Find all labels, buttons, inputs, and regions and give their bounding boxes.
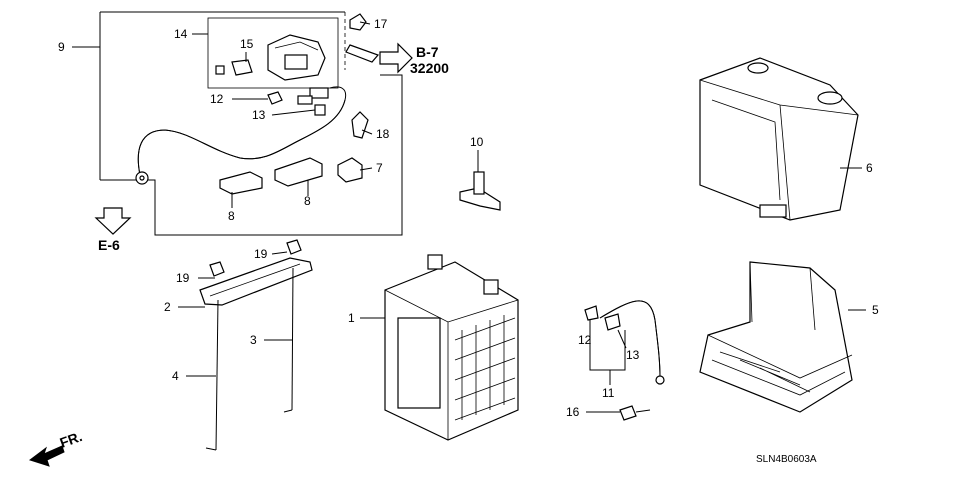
callout-1: 1 — [348, 311, 355, 325]
callout-10: 10 — [470, 135, 484, 149]
callout-4: 4 — [172, 369, 179, 383]
leader-lines — [72, 21, 866, 413]
terminal-fuse-block — [215, 34, 326, 81]
callout-18: 18 — [376, 127, 390, 141]
small-clips — [267, 13, 380, 183]
battery-hold-down — [199, 239, 313, 451]
callout-7: 7 — [376, 161, 383, 175]
arrow-front — [28, 445, 65, 467]
battery-cable-harness — [135, 86, 347, 185]
battery-cover — [699, 57, 859, 221]
callout-17: 17 — [374, 17, 388, 31]
callout-numbers: 1 2 3 4 5 6 7 8 8 9 10 11 12 12 13 13 14… — [58, 17, 879, 419]
battery-tray — [699, 261, 853, 413]
bracket-10 — [459, 171, 501, 211]
callout-13b: 13 — [626, 348, 640, 362]
callout-12a: 12 — [210, 92, 224, 106]
harness-clip-8 — [219, 157, 323, 195]
callout-14: 14 — [174, 27, 188, 41]
callout-2: 2 — [164, 300, 171, 314]
arrow-e6 — [94, 207, 132, 235]
callout-8a: 8 — [228, 209, 235, 223]
callout-5: 5 — [872, 303, 879, 317]
callout-16: 16 — [566, 405, 580, 419]
ref-part-number: 32200 — [410, 60, 449, 76]
battery — [384, 254, 519, 441]
ground-cable — [584, 300, 665, 421]
callout-13a: 13 — [252, 108, 266, 122]
ref-e6: E-6 — [98, 237, 120, 253]
callout-19b: 19 — [254, 247, 268, 261]
callout-3: 3 — [250, 333, 257, 347]
ref-b7: B-7 — [416, 44, 439, 60]
callout-11: 11 — [602, 386, 615, 400]
callout-15: 15 — [240, 37, 254, 51]
callout-19a: 19 — [176, 271, 190, 285]
callout-6: 6 — [866, 161, 873, 175]
reference-labels: B-7 32200 E-6 FR. SLN4B0603A — [58, 44, 817, 465]
ref-front: FR. — [58, 428, 85, 451]
callout-8b: 8 — [304, 194, 311, 208]
callout-9: 9 — [58, 40, 65, 54]
diagram-code: SLN4B0603A — [756, 454, 817, 465]
callout-12b: 12 — [578, 333, 592, 347]
arrow-b7 — [379, 42, 413, 74]
